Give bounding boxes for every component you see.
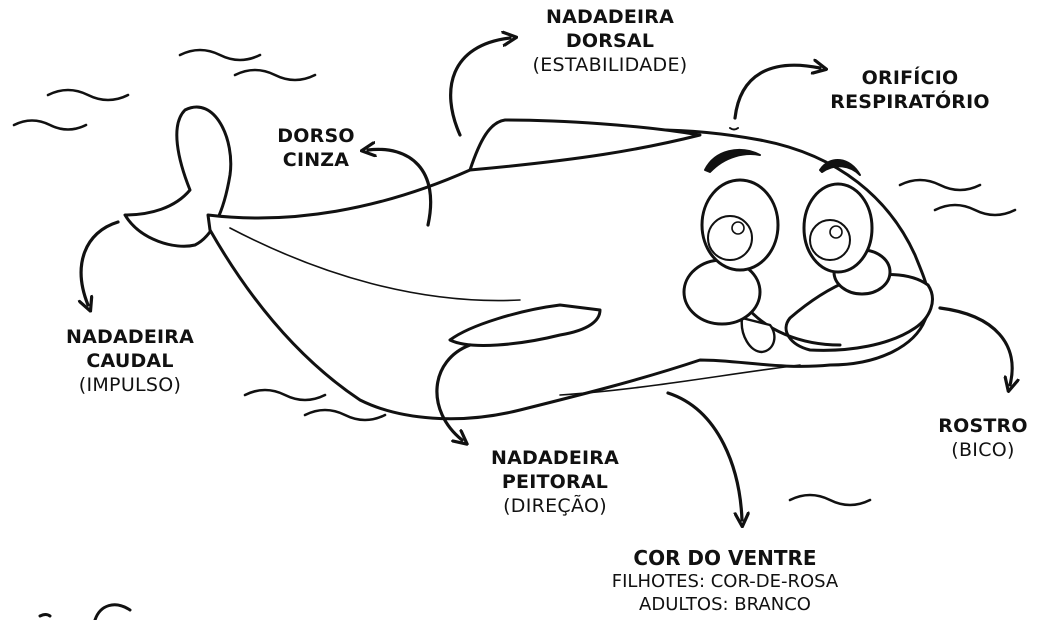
arrow-pectoral-fin: [435, 343, 472, 440]
arrow-tail-fin: [81, 220, 120, 305]
right-eyebrow: [819, 159, 861, 176]
arrow-belly-color: [666, 391, 742, 520]
left-eyebrow: [704, 149, 761, 173]
label-tail-fin: NADADEIRA CAUDAL (IMPULSO): [65, 326, 195, 396]
pectoral-fin: [448, 303, 602, 347]
arrow-blowhole: [733, 65, 820, 120]
label-belly-color: COR DO VENTRE FILHOTES: COR-DE-ROSA ADUL…: [611, 546, 839, 615]
dolphin-body: [206, 128, 931, 421]
water-waves: [12, 48, 1017, 507]
label-pectoral-fin: NADADEIRA PEITORAL (DIREÇÃO): [490, 447, 620, 517]
blowhole: [729, 127, 739, 131]
callout-arrows: [81, 38, 1012, 520]
tail-fluke: [123, 105, 233, 248]
arrow-dorsal-fin: [449, 38, 510, 137]
dolphin: [123, 105, 934, 421]
label-blowhole: ORIFÍCIO RESPIRATÓRIO: [830, 67, 990, 113]
arrow-grey-back: [368, 149, 433, 227]
label-rostrum: ROSTRO (BICO): [938, 415, 1028, 461]
dorsal-fin: [468, 118, 702, 172]
label-dorsal-fin: NADADEIRA DORSAL (ESTABILIDADE): [532, 6, 688, 76]
rostrum: [784, 273, 934, 352]
label-grey-back: DORSO CINZA: [277, 125, 355, 171]
arrow-rostrum: [938, 306, 1012, 385]
bottom-left-sketch: [38, 603, 132, 620]
